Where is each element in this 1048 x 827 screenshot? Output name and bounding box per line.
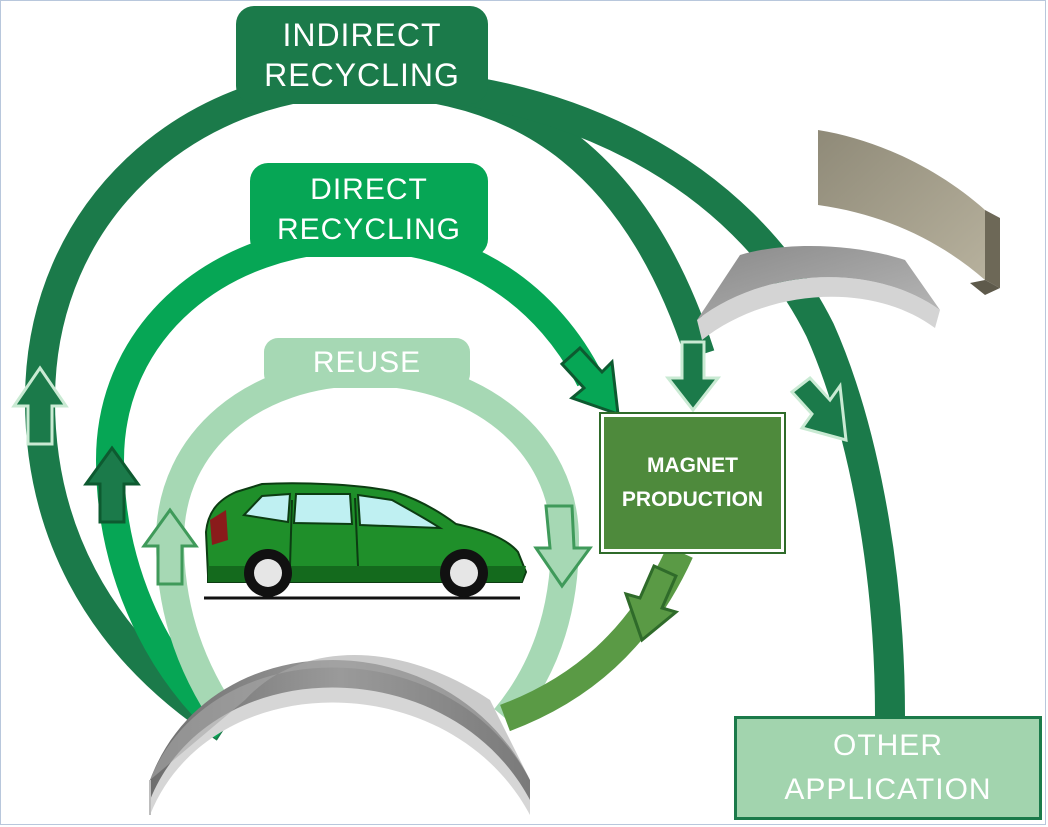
arrow-down-direct (559, 345, 620, 417)
arrow-down-indirect-to-production (664, 340, 722, 413)
arrow-down-production (623, 564, 680, 643)
used-magnet-icon (818, 130, 1000, 295)
indirect-recycling-loop (24, 66, 905, 741)
magnet-production-box: MAGNET PRODUCTION (599, 412, 786, 554)
arrow-down-reuse (533, 504, 593, 589)
direct-recycling-loop (95, 223, 603, 739)
indirect-recycling-label: INDIRECT RECYCLING (236, 6, 488, 104)
car-icon (204, 482, 528, 600)
arrow-down-other (789, 375, 848, 443)
arrow-up-reuse (141, 507, 199, 586)
reuse-label: REUSE (264, 338, 470, 388)
arrow-up-direct (83, 445, 141, 524)
curved-magnet-icon (149, 655, 530, 815)
product-magnet-icon (697, 245, 940, 340)
other-application-box: OTHER APPLICATION (734, 716, 1042, 820)
direct-recycling-label: DIRECT RECYCLING (250, 163, 488, 257)
arrow-up-indirect (11, 365, 69, 446)
